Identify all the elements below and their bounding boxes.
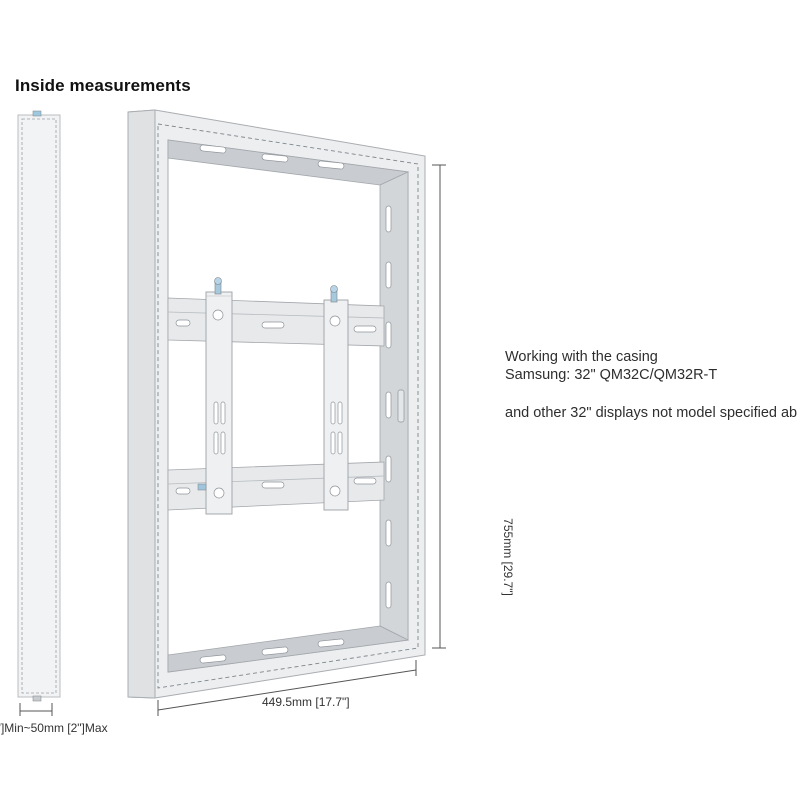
description-line-2: Samsung: 32" QM32C/QM32R-T [505,367,718,383]
width-dimension-label: 449.5mm [17.7"] [262,695,350,709]
side-profile-illustration [17,110,61,716]
vesa-bracket-illustration [167,277,385,515]
compatibility-description: Working with the casing Samsung: 32" QM3… [505,348,810,422]
description-line-1: Working with the casing [505,349,658,365]
height-dimension-label: 755mm [29.7"] [501,518,515,596]
depth-dimension-label: 1.1"]Min~50mm [2"]Max [0,721,108,735]
description-line-3: and other 32" displays not model specifi… [505,405,798,421]
height-dimension-line [432,164,446,649]
width-dimension-line [157,660,417,716]
page-title: Inside measurements [15,76,191,95]
wall-box-frame-illustration [127,109,426,699]
